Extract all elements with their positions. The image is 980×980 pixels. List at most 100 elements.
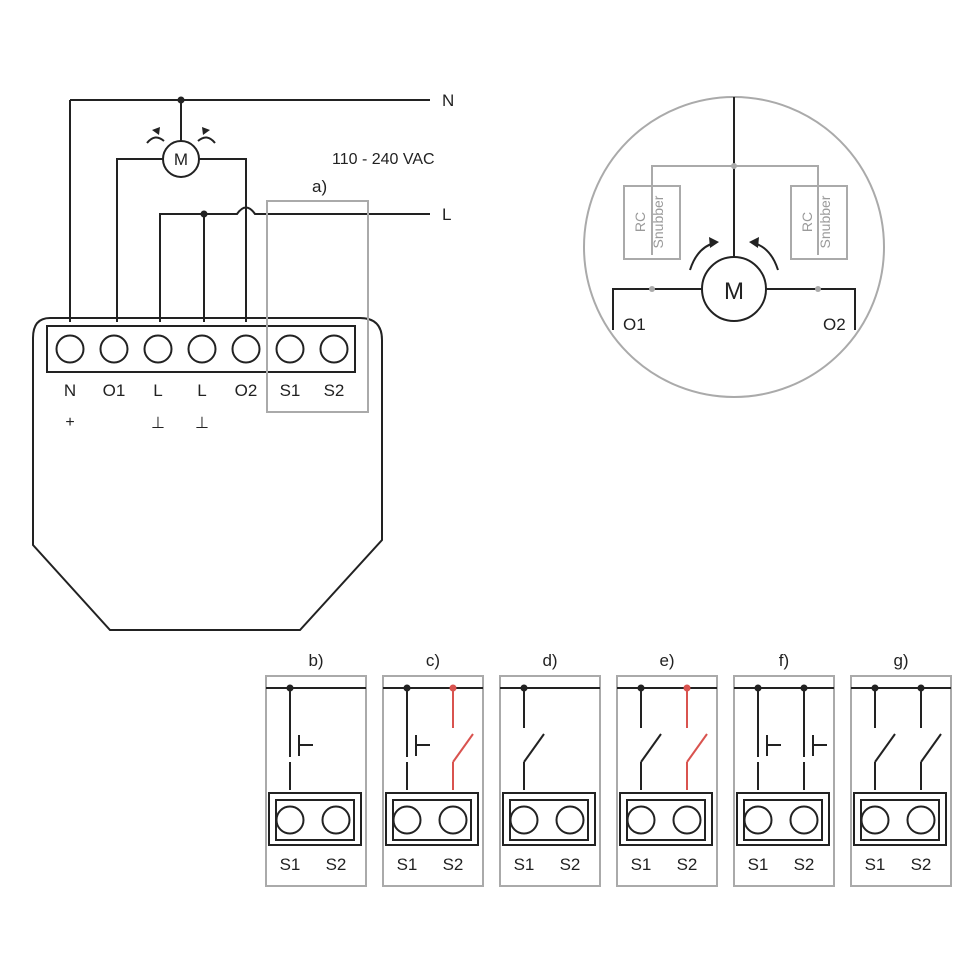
switch-variant-panel: f) S1 S2 [733,651,835,887]
toggle-lever [452,733,474,763]
toggle-lever [523,733,545,763]
switch-area-frame [266,200,369,413]
terminal-label: S2 [911,855,932,874]
terminal-label: S2 [560,855,581,874]
variant-label: e) [659,651,674,670]
switch-variant-panel: g) S1 S2 [850,651,952,887]
terminal-label: S1 [514,855,535,874]
terminal-label: S1 [631,855,652,874]
terminal-label: S2 [794,855,815,874]
terminal-label: S2 [443,855,464,874]
terminal-label: O1 [103,381,126,400]
arrowhead-right [202,127,210,135]
variant-frame [733,675,835,887]
switch-variant-panel: b) S1 S2 [265,651,367,887]
terminal-screw [231,334,261,364]
terminal-screw [509,805,539,835]
arrowhead-right [749,237,759,248]
terminal-label: S2 [324,381,345,400]
snubber-text: RC [799,212,815,232]
terminal-screw [860,805,890,835]
terminal-screw [55,334,85,364]
rc-snubber-right [790,185,848,260]
main-wiring-diagram: N M L 110 - 240 VAC a) [32,91,454,631]
terminal-screw [319,334,349,364]
switch-variant-panel: c) S1 S2 [382,651,484,887]
variant-label: c) [426,651,440,670]
terminal-screw [438,805,468,835]
terminal-screw [99,334,129,364]
rc-snubber-left [623,185,681,260]
switch-variant-panel: e) S1 S2 [616,651,718,887]
terminal-screw [187,334,217,364]
snubber-text: Snubber [650,195,666,248]
terminal-screw [626,805,656,835]
variant-label: g) [893,651,908,670]
output-label-right: O2 [823,315,846,334]
arrowhead-left [709,237,719,248]
terminal-label: S2 [677,855,698,874]
variant-frame [499,675,601,887]
variant-label: b) [308,651,323,670]
terminal-labels: N O1 L L O2 S1 S2 [64,381,345,400]
toggle-lever [920,733,942,763]
terminal-label: S2 [326,855,347,874]
rotation-arrow-right [197,136,216,144]
terminal-label: S1 [397,855,418,874]
terminal-screw [143,334,173,364]
device-body [32,317,383,631]
terminal-screws [55,334,349,364]
terminal-screw [275,805,305,835]
terminal-label: S1 [748,855,769,874]
motor-symbol [701,256,767,322]
o2-wire [199,158,247,322]
snubber-junction [649,286,655,292]
toggle-lever [686,733,708,763]
terminal-label: S1 [280,381,301,400]
variant-frame [382,675,484,887]
terminal-screw [789,805,819,835]
arrowhead-left [152,127,160,135]
terminal-label: L [197,381,206,400]
variant-frame [265,675,367,887]
terminal-label: L [153,381,162,400]
o1-wire [116,158,163,322]
snubber-junction [815,286,821,292]
terminal-block [46,325,356,373]
terminal-label: O2 [235,381,258,400]
snubber-junction [731,163,737,169]
terminal-screw [555,805,585,835]
voltage-label: 110 - 240 VAC [332,151,435,168]
toggle-lever [874,733,896,763]
switch-area-label: a) [312,177,327,196]
terminal-screw [392,805,422,835]
rotation-arrow-left [146,136,165,144]
variant-label: f) [779,651,789,670]
terminal-screw [672,805,702,835]
terminal-label: N [64,381,76,400]
toggle-lever [640,733,662,763]
terminal-label: S1 [865,855,886,874]
terminal-screw [906,805,936,835]
terminal-label: S1 [280,855,301,874]
terminal-screw [275,334,305,364]
neutral-label: N [442,91,454,110]
motor-label: M [724,278,744,305]
snubber-text: Snubber [817,195,833,248]
terminal-screw [321,805,351,835]
polarity-mark: + [65,414,74,431]
variant-frame [616,675,718,887]
live-line [159,206,430,322]
rc-snubber-diagram: RC Snubber RC Snubber M O1 O2 [583,96,885,398]
o1-motor-wire [612,288,702,330]
output-label-left: O1 [623,315,646,334]
motor-label: M [174,150,188,169]
o2-motor-wire [766,288,856,330]
polarity-mark: ⊥ [195,415,209,432]
terminal-screw [743,805,773,835]
snubber-text: RC [632,212,648,232]
